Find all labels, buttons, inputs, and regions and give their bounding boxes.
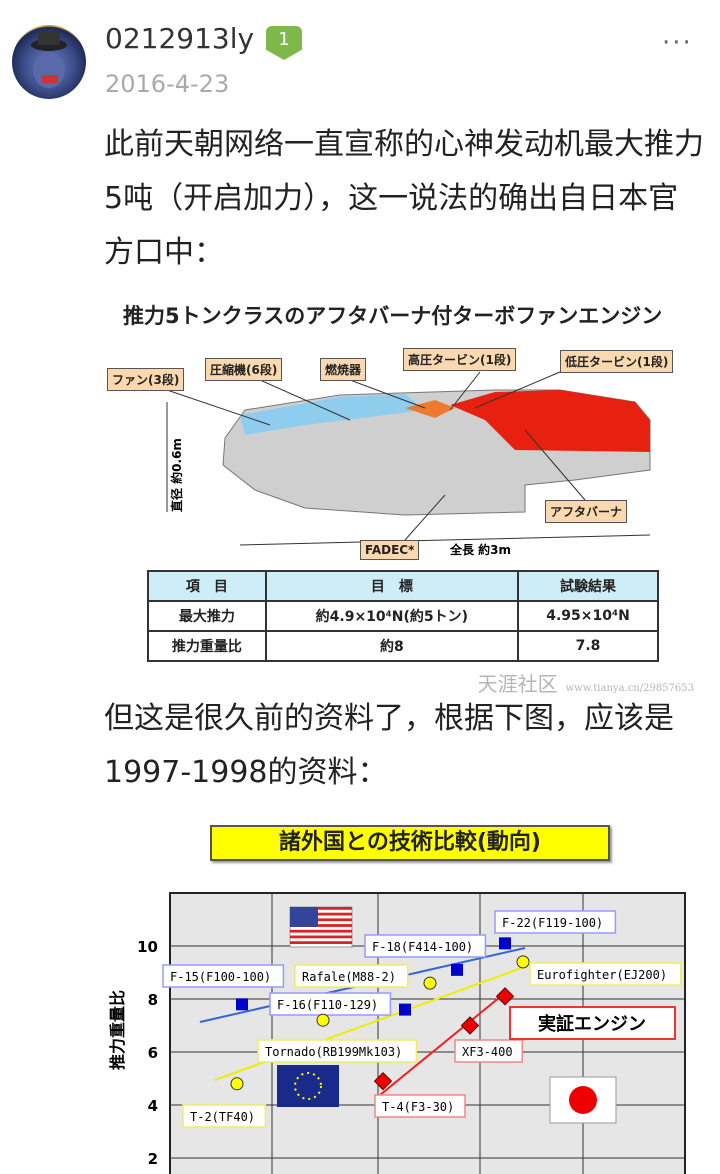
japan-trend-line [379,996,501,1096]
table-row: 最大推力約4.9×10⁴N(約5トン)4.95×10⁴N [147,600,659,632]
point-label-box [294,964,409,988]
point-label: Rafale(M88-2) [302,970,396,984]
diameter-label: 直径 約0.6m [169,438,184,512]
japan-data-point [495,987,515,1006]
europe-data-point [316,1013,330,1027]
watermark: 天涯社区 [477,672,558,696]
table-cell: 7.8 [517,630,659,662]
us-flag-stripe [290,929,352,933]
level-badge: 1 [266,26,302,60]
japan-label-box [509,1006,676,1040]
us-data-point [499,937,511,950]
table-cell: 約4.9×10⁴N(約5トン) [264,600,520,632]
point-label: T-2(TF40) [190,1110,255,1124]
engine-label: ファン(3段) [107,368,185,391]
point-label-box [257,1039,418,1063]
length-label: 全長 約3m [449,542,511,557]
table-cell: 最大推力 [147,600,267,632]
table-header: 項 目 [147,570,267,602]
table-cell: 約8 [264,630,520,662]
username[interactable]: 0212913ly [105,22,255,55]
europe-data-point [516,955,530,969]
y-tick-label: 4 [148,1097,158,1115]
spec-table: 項 目目 標試験結果 最大推力約4.9×10⁴N(約5トン)4.95×10⁴N … [147,570,659,662]
point-label-box [529,962,682,986]
y-tick-label: 2 [148,1150,158,1168]
point-label-box [269,992,392,1016]
point-label-box [374,1094,466,1118]
point-label-box [182,1104,267,1128]
y-tick-label: 10 [137,938,158,956]
chart-title: 諸外国との技術比較(動向) [210,825,610,861]
us-flag-stripe [290,935,352,939]
us-data-point [236,998,248,1011]
point-label: Tornado(RB199Mk103) [265,1045,402,1059]
engine-label: FADEC* [360,540,420,560]
post-date: 2016-4-23 [105,70,230,98]
japan-data-point [460,1016,480,1035]
point-label: XF3-400 [462,1045,513,1059]
us-flag-stripe [290,924,352,927]
point-label-box [162,964,285,988]
japan-flag-circle [569,1086,597,1114]
engine-title: 推力5トンクラスのアフタバーナ付ターボファンエンジン [123,304,663,328]
us-flag-stripe [290,918,352,922]
point-label: F-18(F414-100) [372,940,473,954]
us-flag-canton [290,907,318,927]
point-label: Eurofighter(EJ200) [537,968,667,982]
engine-label: 低圧タービン(1段) [560,350,674,373]
avatar[interactable] [12,25,86,99]
y-tick-label: 6 [148,1044,158,1062]
chart-svg: 10 8 6 4 2 推力重量比 F-15(F100-100) F-16(F110-129) F… [108,892,686,1174]
japan-label: 実証エンジン [538,1013,646,1035]
point-label: F-16(F110-129) [277,998,378,1012]
japan-data-point [373,1071,393,1091]
table-cell: 4.95×10⁴N [517,600,659,632]
point-label-box [364,934,487,958]
point-label-box [454,1039,523,1063]
y-axis-label: 推力重量比 [108,990,127,1070]
europe-data-point [230,1077,244,1091]
table-cell: 推力重量比 [147,630,267,662]
point-label: F-15(F100-100) [170,970,271,984]
table-header: 試験結果 [517,570,659,602]
y-tick-label: 8 [148,991,158,1009]
europe-data-point [423,976,437,990]
comparison-chart-image[interactable]: 諸外国との技術比較(動向) 10 8 6 4 2 推力重量比 F-15(F100-100) F… [105,815,705,1174]
eu-flag [277,1065,339,1107]
post-paragraph: 但这是很久前的资料了，根据下图，应该是1997-1998的资料： [104,701,674,790]
point-label-box [494,910,617,934]
engine-diagram-image[interactable]: 推力5トンクラスのアフタバーナ付ターボファンエンジン 直径 約0.6m 全長 約… [105,290,700,696]
us-flag-stripe [290,941,352,944]
engine-label: 高圧タービン(1段) [403,348,517,371]
eu-flag-stars [294,1072,322,1100]
watermark-row: 天涯社区 www.tianya.cn/29857653 [478,668,694,697]
point-label: T-4(F3-30) [382,1100,454,1114]
us-flag-stripe [290,912,352,916]
more-horizontal-icon[interactable]: ··· [662,28,693,58]
engine-label: 燃焼器 [320,358,367,381]
engine-drawing: 直径 約0.6m 全長 約3m [166,371,651,557]
engine-label: 圧縮機(6段) [205,358,283,381]
us-data-point [451,963,463,976]
us-data-point [399,1003,411,1016]
us-flag-stripe [290,907,352,910]
watermark-url: www.tianya.cn/29857653 [565,683,694,694]
point-label: F-22(F119-100) [502,916,603,930]
post-paragraph: 此前天朝网络一直宣称的心神发动机最大推力5吨（开启加力），这一说法的确出自日本官… [104,127,704,270]
engine-label: アフタバーナ [545,500,628,523]
table-header: 目 標 [264,570,520,602]
